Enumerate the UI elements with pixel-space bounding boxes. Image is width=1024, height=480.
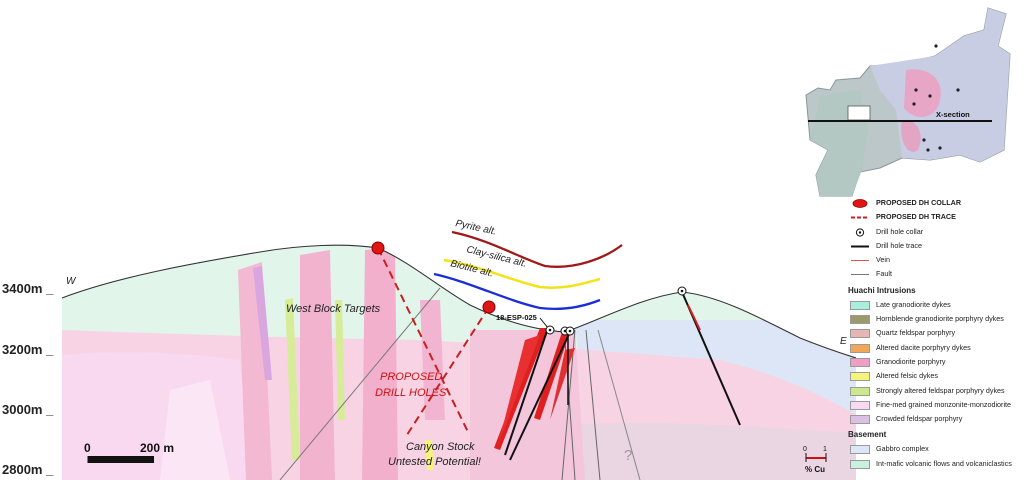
huachi-title: Huachi Intrusions bbox=[848, 285, 916, 295]
pyrite-alteration-line bbox=[451, 230, 623, 268]
thin-grey-line-icon bbox=[850, 270, 870, 279]
legend-row-thin-red-line: Vein bbox=[848, 253, 1024, 267]
legend-row-unit: Gabbro complex bbox=[848, 442, 1024, 456]
east-label: E bbox=[840, 336, 847, 347]
legend-label: PROPOSED DH TRACE bbox=[876, 212, 956, 222]
west-block-label: West Block Targets bbox=[286, 303, 381, 315]
legend-row-unit: Quartz feldspar porphyry bbox=[848, 326, 1024, 340]
proposed-collar-west bbox=[371, 241, 385, 255]
legend-label: Hornblende granodiorite porphyry dykes bbox=[876, 314, 1004, 324]
legend-swatch bbox=[850, 459, 870, 469]
thin-red-line-icon bbox=[850, 256, 870, 265]
legend-label: Crowded feldspar porphyry bbox=[876, 414, 963, 424]
elevation-2800: 2800m _ bbox=[2, 462, 54, 477]
scale-zero: 0 bbox=[84, 441, 91, 455]
legend-label: Strongly altered feldspar porphyry dykes bbox=[876, 385, 1005, 395]
legend-swatch bbox=[850, 315, 870, 325]
legend-label: Gabbro complex bbox=[876, 444, 929, 454]
topography-line bbox=[61, 244, 857, 359]
proposed-label-2: DRILL HOLES bbox=[375, 387, 447, 399]
legend-label: Int-mafic volcanic flows and volcaniclas… bbox=[876, 458, 1012, 468]
legend-row-unit: Altered felsic dykes bbox=[848, 369, 1024, 383]
elevation-3000: 3000m _ bbox=[2, 402, 54, 417]
legend-label: Fault bbox=[876, 269, 892, 279]
legend-row-black-line: Drill hole trace bbox=[848, 239, 1024, 253]
legend-label: PROPOSED DH COLLAR bbox=[876, 198, 962, 207]
drill-id-label: 18-ESP-025 bbox=[496, 313, 537, 322]
legend-swatch bbox=[850, 300, 870, 310]
xsection-label: X-section bbox=[936, 110, 970, 119]
legend-label: Drill hole trace bbox=[876, 240, 922, 250]
legend-row-red-circle: PROPOSED DH COLLAR bbox=[848, 196, 1024, 210]
legend-row-unit: Strongly altered feldspar porphyry dykes bbox=[848, 384, 1024, 398]
cu-one: 1 bbox=[823, 446, 827, 453]
legend-row-unit: Altered dacite porphyry dykes bbox=[848, 341, 1024, 355]
proposed-trace-west bbox=[377, 247, 469, 433]
elevation-3200: 3200m _ bbox=[2, 342, 54, 357]
cu-label: % Cu bbox=[805, 465, 825, 474]
canyon-label-1: Canyon Stock bbox=[406, 441, 475, 453]
black-line-icon bbox=[850, 242, 870, 251]
legend-swatch bbox=[850, 357, 870, 367]
legend-label: Altered dacite porphyry dykes bbox=[876, 342, 971, 352]
legend-row-unit: Granodiorite porphyry bbox=[848, 355, 1024, 369]
legend-label: Altered felsic dykes bbox=[876, 371, 938, 381]
legend-row-unit: Hornblende granodiorite porphyry dykes bbox=[848, 312, 1024, 326]
legend-row-thin-grey-line: Fault bbox=[848, 267, 1024, 281]
legend-swatch bbox=[850, 386, 870, 396]
basement-title: Basement bbox=[848, 430, 887, 440]
legend-row-unit: Late granodiorite dykes bbox=[848, 298, 1024, 312]
collar-icon bbox=[850, 227, 870, 237]
legend-swatch bbox=[850, 445, 870, 455]
legend-label: Fine-med grained monzonite-monzodiorite bbox=[876, 399, 1012, 409]
legend-swatch bbox=[850, 343, 870, 353]
legend-swatch bbox=[850, 329, 870, 339]
proposed-collar-east bbox=[482, 300, 496, 314]
elevation-3400: 3400m _ bbox=[2, 281, 54, 296]
legend-swatch bbox=[850, 415, 870, 425]
cu-scale: 0 1 % Cu bbox=[803, 446, 827, 474]
legend-row-unit: Fine-med grained monzonite-monzodiorite bbox=[848, 398, 1024, 412]
scale-bar: 0 200 m bbox=[84, 441, 174, 463]
legend: PROPOSED DH COLLAR PROPOSED DH TRACE Drill… bbox=[848, 196, 1024, 471]
legend-row-red-dashed-line: PROPOSED DH TRACE bbox=[848, 210, 1024, 224]
scale-dist: 200 m bbox=[140, 441, 174, 455]
legend-swatch bbox=[850, 400, 870, 410]
biotite-alteration-line bbox=[433, 272, 601, 311]
west-label: W bbox=[66, 276, 77, 287]
question-label: ? bbox=[624, 447, 632, 464]
cu-zero: 0 bbox=[803, 446, 807, 453]
legend-label: Late granodiorite dykes bbox=[876, 299, 951, 309]
proposed-label-1: PROPOSED bbox=[380, 371, 442, 383]
inset-map: X-section bbox=[805, 7, 1011, 197]
red-dashed-line-icon bbox=[850, 213, 870, 222]
legend-row-unit: Crowded feldspar porphyry bbox=[848, 412, 1024, 426]
clay-silica-alteration-line bbox=[443, 258, 601, 289]
legend-label: Vein bbox=[876, 255, 890, 265]
red-circle-icon bbox=[850, 199, 870, 208]
biotite-label: Biotite alt. bbox=[449, 258, 494, 279]
legend-label: Granodiorite porphyry bbox=[876, 356, 946, 366]
legend-label: Drill hole collar bbox=[876, 226, 924, 236]
legend-row-unit: Int-mafic volcanic flows and volcaniclas… bbox=[848, 457, 1024, 471]
drill-hole-group bbox=[494, 286, 741, 461]
legend-label: Quartz feldspar porphyry bbox=[876, 328, 956, 338]
legend-row-collar-icon: Drill hole collar bbox=[848, 225, 1024, 239]
canyon-label-2: Untested Potential! bbox=[388, 456, 481, 468]
legend-swatch bbox=[850, 372, 870, 382]
